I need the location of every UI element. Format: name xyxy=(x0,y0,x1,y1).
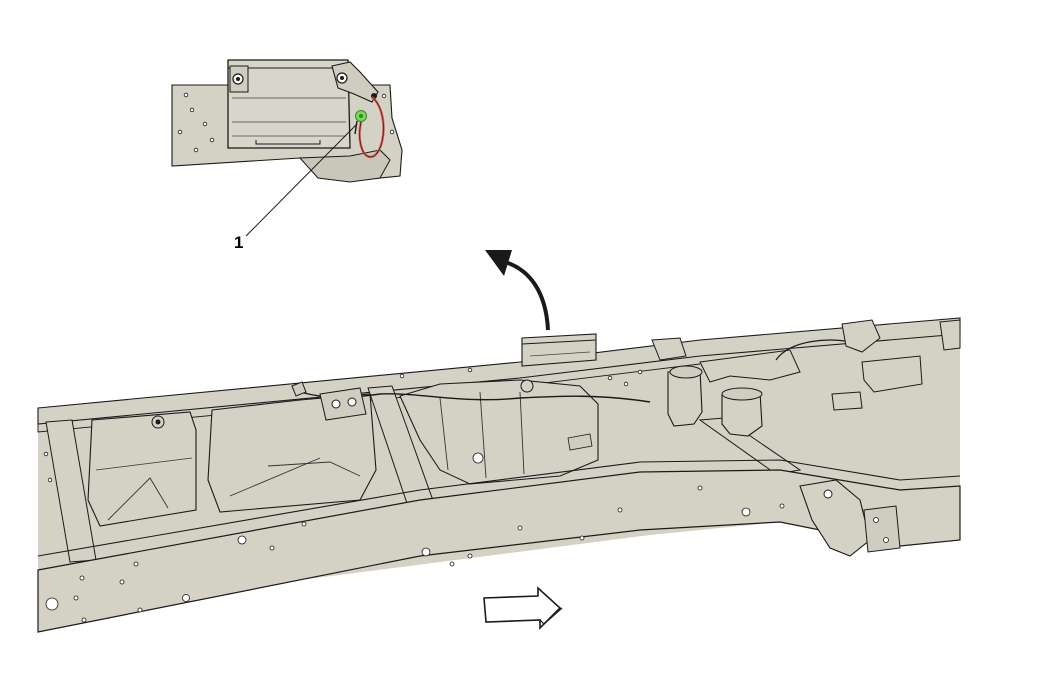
inset-lower-bracket xyxy=(298,149,391,183)
forward-arrow-icon xyxy=(483,586,563,630)
fuel-filter-assembly xyxy=(667,339,861,437)
fuel-tank-left xyxy=(87,411,197,527)
rear-mount-brackets xyxy=(651,319,961,411)
ground-fastener-highlight xyxy=(354,110,367,135)
vehicle-frame xyxy=(37,317,961,633)
inset-module-housing xyxy=(227,59,351,149)
frame-module-box xyxy=(521,333,597,367)
near-rail-bracket xyxy=(799,479,871,557)
exhaust-canister xyxy=(399,379,599,485)
inset-holes xyxy=(177,92,395,153)
callout-leader-line xyxy=(245,123,358,237)
callout-label-1: 1 xyxy=(234,233,243,252)
near-frame-rail xyxy=(37,469,961,633)
fuel-tank-middle xyxy=(207,393,377,513)
near-rail-holes xyxy=(45,485,785,623)
detail-inset: 1 xyxy=(171,59,403,252)
connector-cluster xyxy=(291,381,367,421)
curved-arrow-icon xyxy=(485,250,550,331)
far-rail-holes xyxy=(43,367,643,483)
